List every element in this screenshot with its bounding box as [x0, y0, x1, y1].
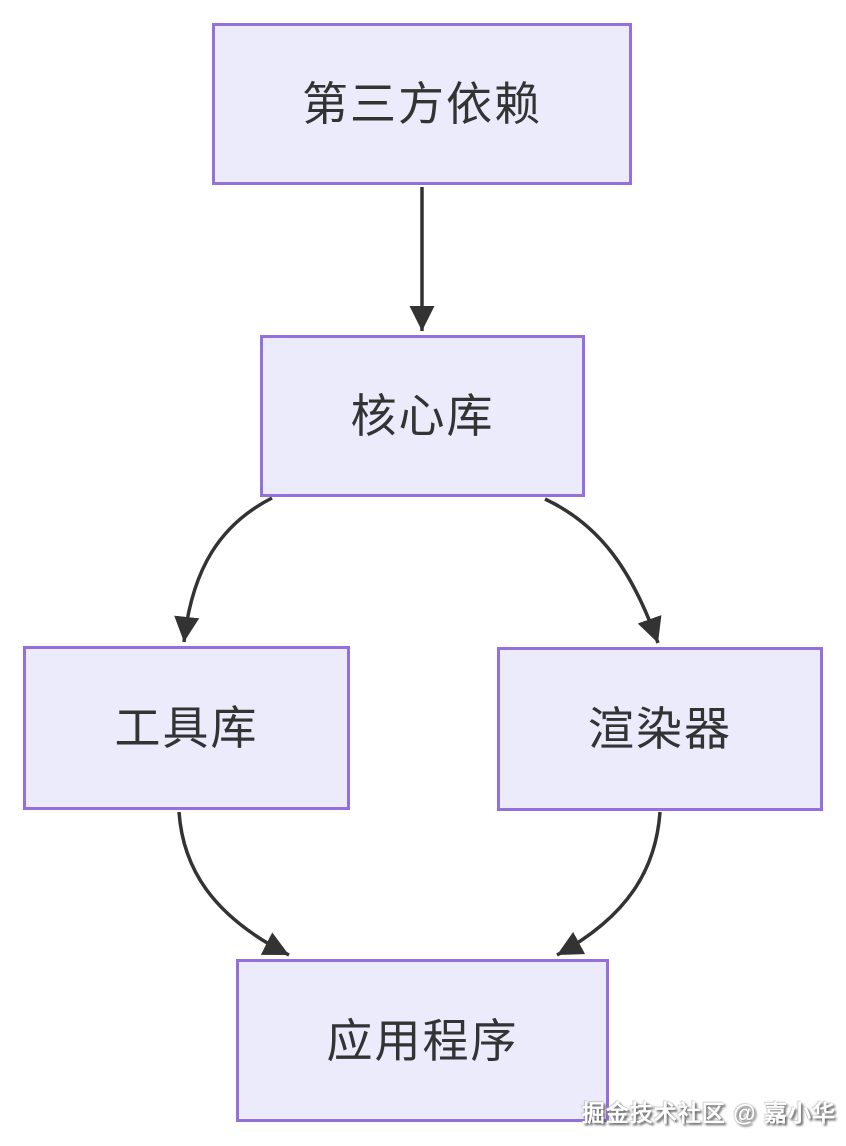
node-application: 应用程序 [236, 959, 609, 1122]
node-application-label: 应用程序 [326, 1014, 519, 1067]
node-third-party-deps: 第三方依赖 [212, 23, 632, 185]
node-core-lib-label: 核心库 [350, 390, 495, 442]
edge-utils-to-app [177, 811, 290, 957]
node-utils-lib-label: 工具库 [114, 702, 259, 754]
watermark-text: 掘金技术社区 @ 嘉小华 [581, 1100, 836, 1126]
node-third-party-deps-label: 第三方依赖 [302, 78, 542, 130]
node-core-lib: 核心库 [260, 335, 585, 497]
node-renderer: 渲染器 [497, 647, 823, 811]
edge-core-to-utils [174, 496, 273, 643]
edge-renderer-to-app [556, 811, 662, 957]
edge-core-to-renderer [544, 497, 662, 644]
node-utils-lib: 工具库 [23, 646, 350, 810]
node-renderer-label: 渲染器 [588, 703, 732, 755]
